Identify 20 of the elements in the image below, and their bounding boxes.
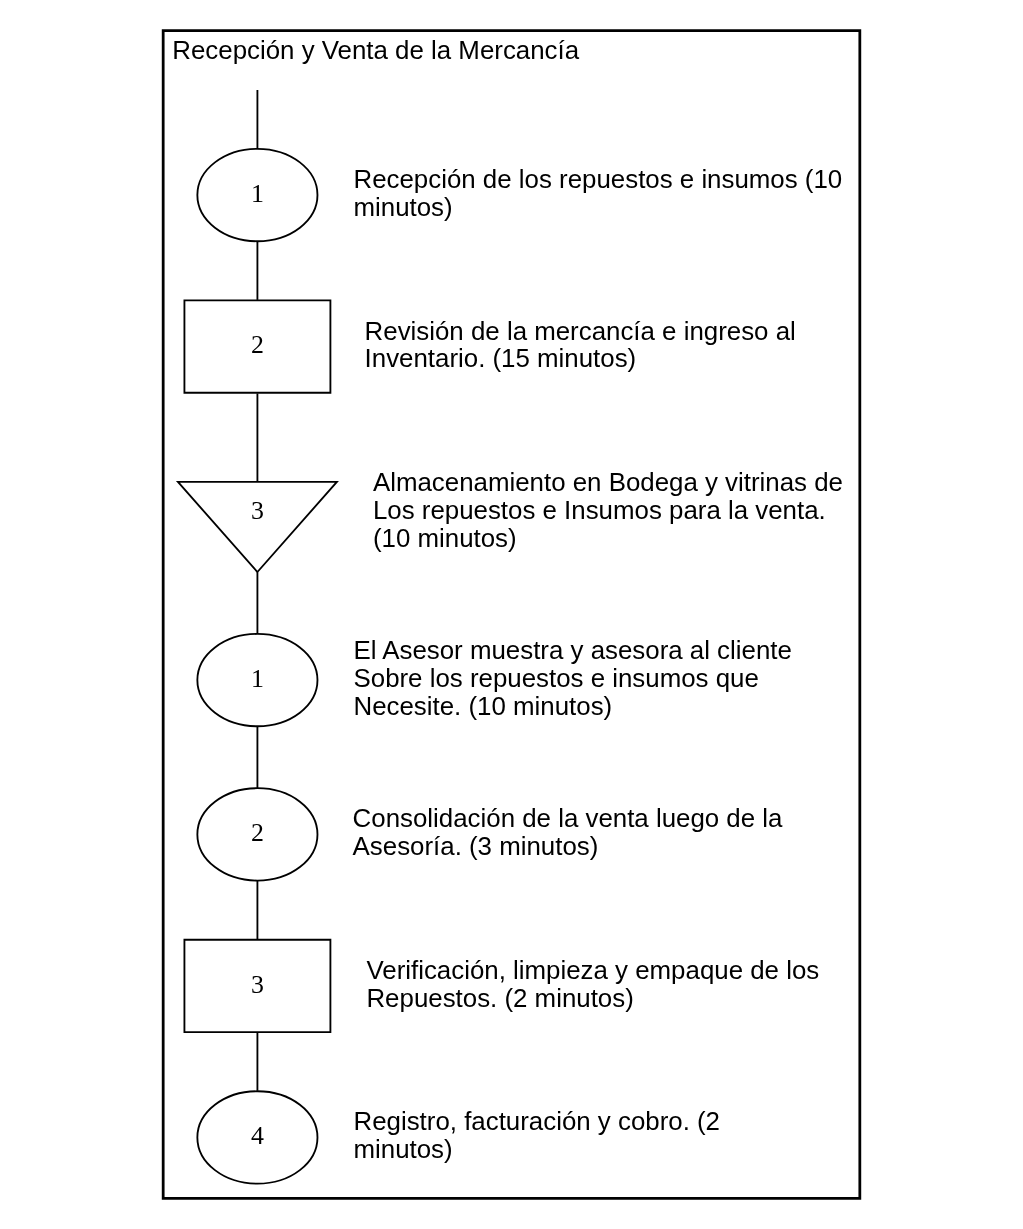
node-label: Recepción de los repuestos e insumos (10 minutos) — [353, 165, 843, 221]
connector — [256, 240, 259, 301]
connector — [256, 1031, 259, 1092]
node-ellipse: 1 — [196, 632, 319, 728]
node-ellipse: 1 — [196, 147, 319, 243]
node-label: El Asesor muestra y asesora al cliente Sobre los repuestos e insumos que Necesite. (10 minutos) — [353, 636, 792, 720]
node-label: Almacenamiento en Bodega y vitrinas de Los repuestos e Insumos para la venta. (10 minutos) — [372, 468, 843, 552]
connector — [256, 725, 259, 789]
connector — [256, 879, 259, 941]
connector — [256, 392, 259, 483]
connector — [256, 571, 259, 635]
node-label: Registro, facturación y cobro. (2 minutos) — [353, 1107, 721, 1164]
node-label: Verificación, limpieza y empaque de los Repuestos. (2 minutos) — [366, 955, 820, 1012]
node-label: Revisión de la mercancía e ingreso al Inventario. (15 minutos) — [364, 316, 796, 373]
node-ellipse: 2 — [196, 787, 319, 882]
node-box: 3 — [183, 938, 332, 1034]
node-ellipse: 4 — [196, 1090, 319, 1185]
node-label: Consolidación de la venta luego de la Asesoría. (3 minutos) — [352, 804, 783, 861]
node-box: 2 — [183, 299, 332, 394]
connector — [256, 89, 259, 150]
